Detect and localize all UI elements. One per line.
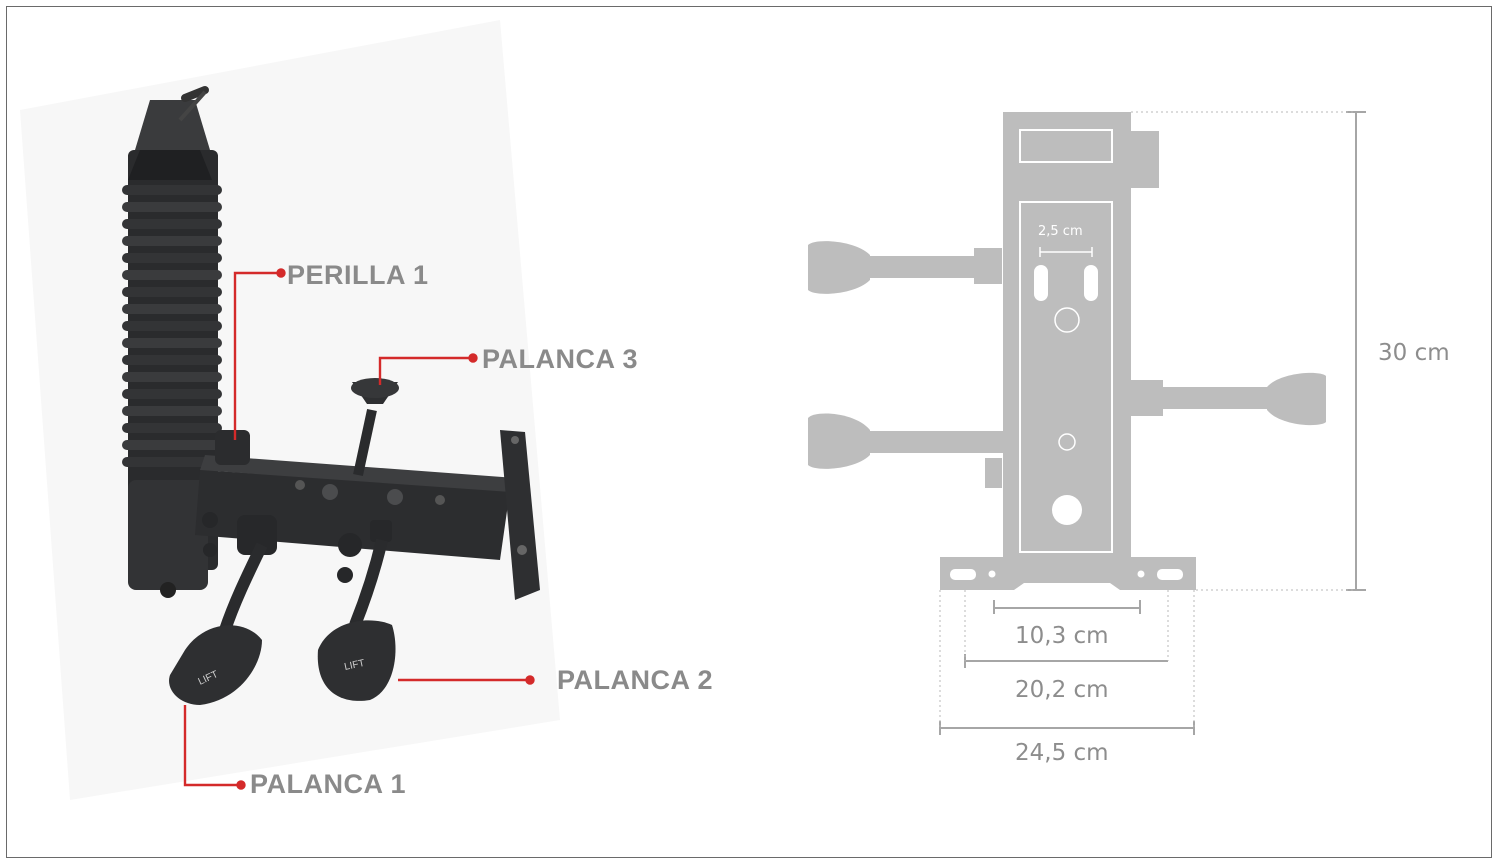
label-palanca-2: PALANCA 2: [557, 665, 714, 695]
dimension-lines: [939, 111, 1366, 735]
column-rib: [122, 253, 222, 263]
callout-line-perilla-1: [233, 271, 280, 440]
column-rib: [122, 219, 222, 229]
dim-outer-width-label: 24,5 cm: [1015, 740, 1109, 766]
column-rib: [122, 338, 222, 348]
diagram-lever-right: [1267, 372, 1326, 426]
photo-backdrop: [20, 20, 560, 800]
diagram-base-slot-left: [950, 569, 976, 580]
diagram-hole-ring-upper: [1054, 307, 1080, 333]
label-perilla-1: PERILLA 1: [287, 260, 429, 290]
column-rib: [122, 236, 222, 246]
diagram-inner-panel: [1019, 201, 1113, 553]
diagram-top-window: [1019, 129, 1113, 163]
column-rib: [122, 372, 222, 382]
diagram-slot-right: [1084, 265, 1098, 301]
column-rib: [122, 202, 222, 212]
column-rib: [122, 440, 222, 450]
diagram-base-hole-right: [1137, 570, 1145, 578]
column-rib: [122, 406, 222, 416]
label-palanca-1: PALANCA 1: [250, 769, 407, 799]
dim-mid-width-label: 20,2 cm: [1015, 677, 1109, 703]
column-rib: [122, 321, 222, 331]
mechanism-illustration: LIFT LIFT: [20, 20, 560, 800]
diagram-body: [1003, 112, 1131, 562]
dim-hole-spacing-label: 2,5 cm: [1038, 224, 1083, 239]
dimension-diagram-panel: 2,5 cm 30 cm 10,3 cm 20,2 cm 24,5 cm: [760, 0, 1500, 860]
diagram-base-slot-right: [1157, 569, 1183, 580]
callout-dot-palanca-2: [525, 675, 535, 685]
lever-1: LIFT: [169, 515, 277, 705]
column-rib: [122, 287, 222, 297]
dim-inner-width-label: 10,3 cm: [1015, 623, 1109, 649]
lever-3: [351, 378, 399, 477]
mechanism-photo-panel: LIFT LIFT PERILLA 1 PALANCA 3 PALANCA 2 …: [20, 20, 714, 800]
diagram-lever-lower-left-tab: [985, 458, 1002, 488]
diagram-base-plate: [940, 557, 1196, 590]
column-rib: [122, 389, 222, 399]
callout-dot-palanca-3: [468, 353, 478, 363]
diagram-slot-left: [1034, 265, 1048, 301]
dimension-extension-lines: [939, 111, 1356, 728]
diagram-side-block: [1131, 131, 1159, 188]
diagram-hole-ring-lower: [1058, 433, 1076, 451]
column-rib: [122, 423, 222, 433]
lever-2: LIFT: [317, 520, 396, 701]
diagram-holes: [950, 265, 1183, 580]
diagram-shapes: [808, 112, 1326, 590]
backrest-column: [122, 86, 222, 598]
dim-hole-spacing-line: [1039, 247, 1093, 257]
diagram-lever-right-rod: [1163, 387, 1267, 409]
callout-line-palanca-1: [183, 705, 240, 787]
column-rib: [122, 304, 222, 314]
dim-height-label: 30 cm: [1378, 340, 1450, 366]
callout-dot-perilla-1: [276, 268, 286, 278]
diagram-lever-upper-left-rod: [870, 256, 974, 278]
column-ribs: [122, 185, 222, 467]
column-rib: [122, 270, 222, 280]
outer-frame: [6, 6, 1492, 858]
column-rib: [122, 185, 222, 195]
lever-2-text: LIFT: [343, 658, 365, 673]
diagram-hole-large: [1052, 495, 1082, 525]
diagram-base-hole-left: [988, 570, 996, 578]
column-rib: [122, 457, 222, 467]
diagram-lever-lower-left: [808, 413, 870, 469]
callout-dot-palanca-1: [236, 780, 246, 790]
diagram-lever-upper-left-collar: [974, 248, 1002, 284]
diagram-lever-right-collar: [1131, 380, 1163, 416]
diagram-lever-upper-left: [808, 241, 870, 294]
column-rib: [122, 355, 222, 365]
diagram-lever-lower-left-rod: [870, 431, 1003, 453]
dimension-diagram: [808, 111, 1366, 735]
label-palanca-3: PALANCA 3: [482, 344, 639, 374]
callout-lines: [183, 268, 535, 790]
callout-line-palanca-3: [378, 356, 472, 385]
